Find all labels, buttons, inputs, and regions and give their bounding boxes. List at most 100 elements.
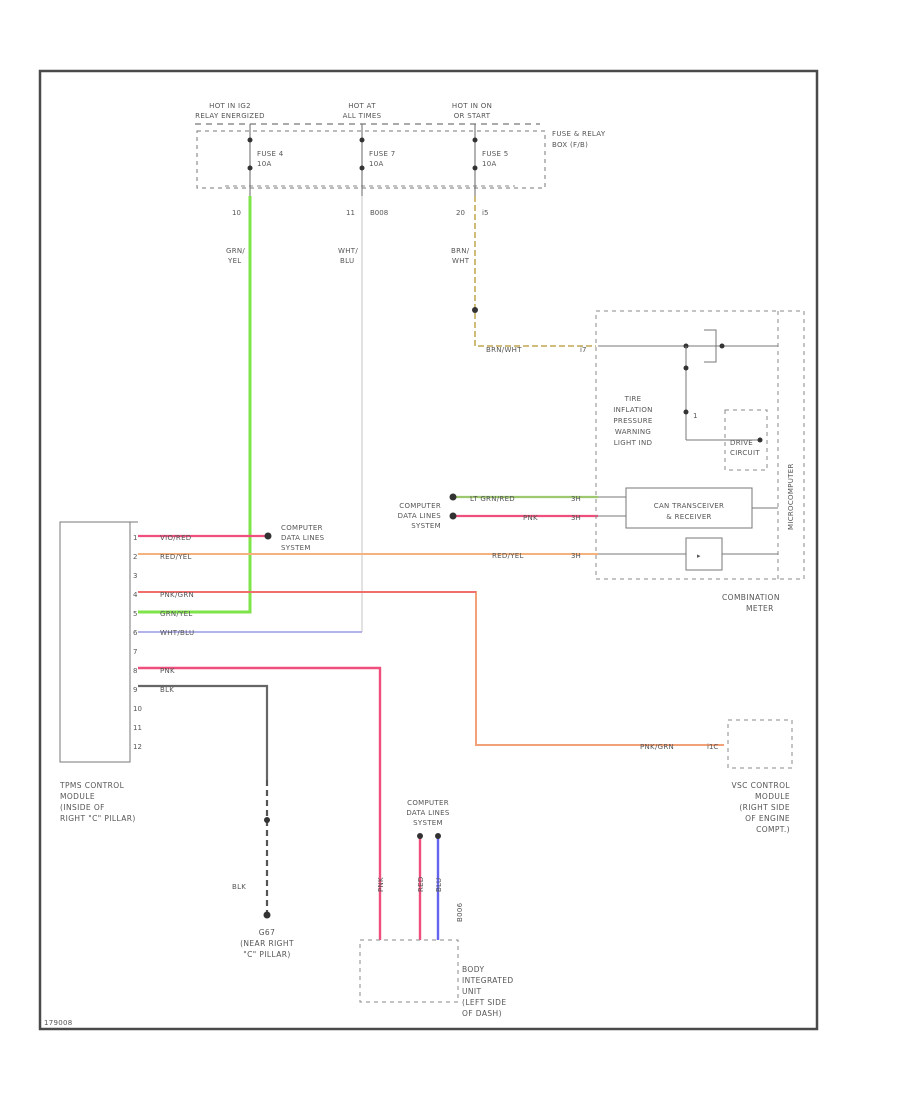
can-transceiver-box — [625, 487, 753, 529]
comp-data-bottom-1: COMPUTER — [407, 799, 449, 807]
meter-led-pin: 1 — [693, 412, 698, 420]
wire-grn-yel: GRN/ YEL — [138, 196, 252, 614]
fuse5-top-node — [472, 137, 478, 143]
wire-pnk-grn-pin: i1C — [707, 743, 718, 751]
fuse-box-title-line2: BOX (F/B) — [552, 141, 588, 149]
comp-data-mid-1: COMPUTER — [399, 502, 441, 510]
wire-can-lines: LT GRN/RED 3H PNK 3H — [449, 493, 598, 522]
body-caption-2: INTEGRATED — [462, 976, 514, 985]
vsc-caption-5: COMPT.) — [756, 825, 790, 834]
wire-body-data: RED BLU B006 — [417, 833, 464, 940]
comp-data-left-1: COMPUTER — [281, 524, 323, 532]
tpms-pin-number: 11 — [133, 724, 142, 732]
wire-pnk-can-pin: 3H — [571, 514, 581, 522]
meter-drive-label-2: CIRCUIT — [730, 449, 760, 457]
meter-inner-1: TIRE — [624, 395, 642, 403]
vsc-caption-2: MODULE — [755, 792, 790, 801]
meter-caption-2: METER — [746, 604, 774, 613]
meter-micro-label: MICROCOMPUTER — [787, 463, 795, 530]
meter-transistor-top — [704, 329, 717, 363]
body-caption-3: UNIT — [462, 987, 482, 996]
wire-wht-blu-label-1: WHT/ — [338, 247, 358, 255]
comp-data-mid-2: DATA LINES — [398, 512, 442, 520]
wire-red-body-node — [417, 833, 423, 839]
tpms-pin-number: 7 — [133, 648, 137, 656]
tpms-pin-wire-color: GRN/YEL — [160, 610, 193, 618]
comp-data-left-2: DATA LINES — [281, 534, 325, 542]
wire-pnk-can-node — [449, 512, 457, 520]
wire-lt-grn-red-pin: 3H — [571, 495, 581, 503]
comp-data-lines-bottom: COMPUTER DATA LINES SYSTEM — [406, 799, 449, 827]
tpms-pin-number: 12 — [133, 743, 142, 751]
wire-pnk-can-label: PNK — [523, 514, 538, 522]
wire-meter-feed-label: BRN/WHT — [486, 346, 522, 354]
tpms-pin-number: 6 — [133, 629, 138, 637]
hot-label-1-line1: HOT IN IG2 — [209, 102, 251, 110]
tpms-pin-number: 3 — [133, 572, 137, 580]
wire-wht-blu-label-2: BLU — [340, 257, 354, 265]
tpms-caption-4: RIGHT "C" PILLAR) — [60, 814, 136, 823]
wire-blu-body-label: BLU — [435, 878, 443, 892]
comp-data-lines-mid: COMPUTER DATA LINES SYSTEM — [398, 502, 442, 530]
meter-lower-buffer — [685, 537, 723, 571]
fuse5-bottom-node — [472, 165, 478, 171]
meter-inner-5: LIGHT IND — [614, 439, 653, 447]
tpms-pin-number: 1 — [133, 534, 137, 542]
wire-blk-ground: BLK — [138, 684, 271, 919]
can-label-2: & RECEIVER — [666, 513, 711, 521]
wire-grn-yel-path — [138, 196, 252, 614]
wire-grn-yel-label-2: YEL — [227, 257, 242, 265]
ground-caption-3: "C" PILLAR) — [243, 950, 290, 959]
body-caption-1: BODY — [462, 965, 484, 974]
fuse4-rating: 10A — [257, 160, 272, 168]
meter-transistor-node — [719, 343, 725, 349]
fuse-box-conn-b008: B008 — [370, 209, 388, 217]
hot-label-3-line1: HOT IN ON — [452, 102, 492, 110]
fuse7-bottom-node — [359, 165, 365, 171]
vsc-outline — [727, 719, 793, 769]
ground-g67-node — [263, 911, 271, 919]
wire-red-yel-label: RED/YEL — [492, 552, 524, 560]
fuse-box-conn-i5: i5 — [482, 209, 488, 217]
combination-meter: MICROCOMPUTER 1 DRIVE CIRCUIT TIRE INFLA… — [595, 310, 805, 613]
body-caption-5: OF DASH) — [462, 1009, 502, 1018]
meter-inner-4: WARNING — [615, 428, 651, 436]
wire-vio-red — [138, 532, 272, 540]
wire-brn-wht: BRN/ WHT BRN/WHT i7 — [451, 196, 596, 354]
tpms-pin-number: 10 — [133, 705, 142, 713]
fuse-box-pin-10: 10 — [232, 209, 241, 217]
meter-drive-box — [724, 409, 768, 471]
tpms-pin-number: 4 — [133, 591, 138, 599]
wire-grn-yel-label-1: GRN/ — [226, 247, 245, 255]
hot-label-1-line2: RELAY ENERGIZED — [195, 112, 265, 120]
fuse5-rating: 10A — [482, 160, 497, 168]
vsc-caption-4: OF ENGINE — [745, 814, 790, 823]
tpms-pin-wire-color: RED/YEL — [160, 553, 192, 561]
tpms-pin-wire-color: PNK/GRN — [160, 591, 194, 599]
meter-led-node-2 — [683, 409, 689, 415]
fuse4-bottom-node — [247, 165, 253, 171]
tpms-caption-1: TPMS CONTROL — [59, 781, 125, 790]
tpms-pin-wire-color: VIO/RED — [160, 534, 192, 542]
diagram-id: 179008 — [44, 1019, 73, 1027]
ground-caption-1: G67 — [259, 928, 276, 937]
tpms-pin-wire-color: PNK — [160, 667, 175, 675]
fuse4-top-node — [247, 137, 253, 143]
hot-label-3-line2: OR START — [454, 112, 491, 120]
fuse-box-pin-20: 20 — [456, 209, 465, 217]
fuse-relay-box: HOT IN IG2 RELAY ENERGIZED HOT AT ALL TI… — [195, 102, 606, 217]
wire-brn-wht-node — [472, 307, 478, 313]
tpms-caption-2: MODULE — [60, 792, 95, 801]
vsc-caption-1: VSC CONTROL — [731, 781, 790, 790]
tpms-module-box — [59, 521, 131, 763]
body-conn-label: B006 — [456, 902, 464, 922]
meter-led-node — [683, 365, 689, 371]
wire-blu-body-node — [435, 833, 441, 839]
fuse7-name: FUSE 7 — [369, 150, 396, 158]
diagram-frame — [38, 69, 819, 1031]
tpms-pin-wire-color: WHT/BLU — [160, 629, 194, 637]
comp-data-lines-left: COMPUTER DATA LINES SYSTEM — [281, 524, 325, 552]
meter-drive-node — [757, 437, 763, 443]
tpms-pin-number: 2 — [133, 553, 137, 561]
